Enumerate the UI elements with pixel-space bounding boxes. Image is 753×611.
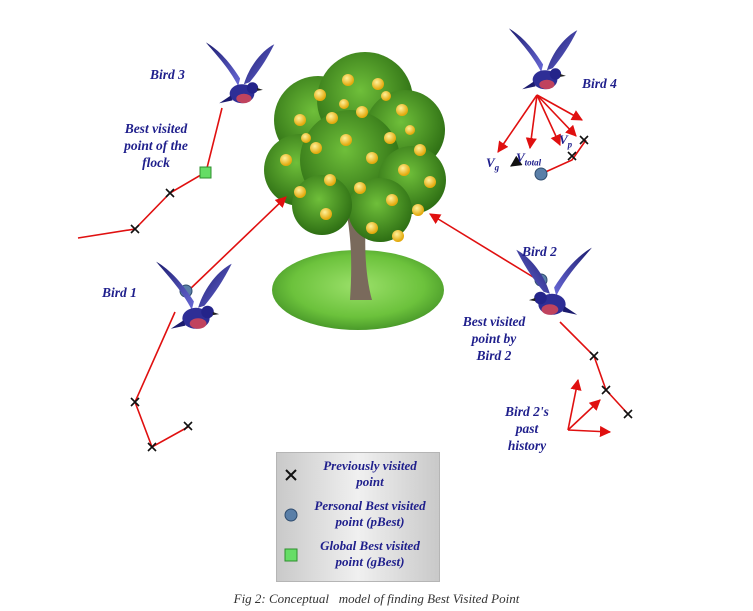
legend-line: point: [356, 474, 384, 489]
flock-best-label: Best visited point of the flock: [106, 120, 206, 171]
legend-line: point (gBest): [335, 554, 405, 569]
legend-line: Global Best visited: [320, 538, 420, 553]
bird1-path: [134, 311, 189, 449]
bird3-label: Bird 3: [150, 67, 185, 82]
bird2-arrow: [429, 213, 539, 281]
pbest-marker: [534, 167, 548, 181]
vg-symbol: V: [486, 155, 495, 170]
legend-text: Personal Best visited point (pBest): [303, 498, 437, 530]
bird2-path: [559, 321, 629, 415]
legend-line: point (pBest): [335, 514, 405, 529]
gbest-marker: [199, 166, 212, 179]
bird1-label: Bird 1: [102, 285, 137, 300]
vp-label: Vp: [559, 131, 572, 154]
bird2-history-line: Bird 2's: [505, 404, 549, 419]
flock-best-line: point of the: [124, 138, 188, 153]
legend-item-gbest: Global Best visited point (gBest): [277, 537, 439, 573]
cross-marker: [130, 397, 193, 452]
vtotal-label: Vtotal: [516, 149, 541, 172]
flock-best-line: flock: [142, 155, 170, 170]
circle-icon: [284, 508, 298, 522]
bird2-history-vectors: [567, 378, 612, 438]
legend-item-previously-visited: Previously visited point: [277, 457, 439, 493]
vtotal-symbol: V: [516, 150, 525, 165]
bird3-icon: [205, 42, 275, 104]
vg-subscript: g: [494, 162, 500, 173]
bird2-label: Bird 2: [522, 244, 557, 259]
bird1-icon: [156, 261, 232, 329]
bird4-icon: [508, 28, 578, 90]
legend-text: Previously visited point: [303, 458, 437, 490]
bird2-history-label: Bird 2's past history: [492, 403, 562, 454]
flock-best-line: Best visited: [124, 121, 188, 136]
figure-caption: Fig 2: Conceptual model of finding Best …: [233, 591, 520, 606]
legend-text: Global Best visited point (gBest): [303, 538, 437, 570]
bird4-vectors: [497, 94, 587, 175]
cross-icon: [285, 469, 297, 481]
vg-label: Vg: [486, 154, 499, 177]
cross-marker: [567, 135, 589, 161]
bird2-best-line: point by: [471, 331, 517, 346]
square-icon: [284, 548, 298, 562]
tree-illustration: [264, 52, 446, 330]
cross-marker: [589, 351, 633, 419]
bird2-best-label: Best visited point by Bird 2: [444, 313, 544, 364]
legend-line: Personal Best visited: [314, 498, 426, 513]
bird2-history-line: past: [515, 421, 539, 436]
vtotal-arrow: [510, 155, 523, 167]
legend-box: Previously visited point Personal Best v…: [276, 452, 440, 582]
vp-symbol: V: [559, 132, 568, 147]
bird2-best-line: Best visited: [462, 314, 526, 329]
vtotal-subscript: total: [524, 157, 542, 168]
legend-line: Previously visited: [323, 458, 417, 473]
legend-item-pbest: Personal Best visited point (pBest): [277, 497, 439, 533]
vp-subscript: p: [567, 139, 573, 150]
cross-marker: [130, 188, 175, 234]
bird1-arrow: [187, 196, 287, 292]
bird2-best-line: Bird 2: [476, 348, 512, 363]
bird4-label: Bird 4: [582, 76, 617, 91]
bird2-history-line: history: [507, 438, 547, 453]
